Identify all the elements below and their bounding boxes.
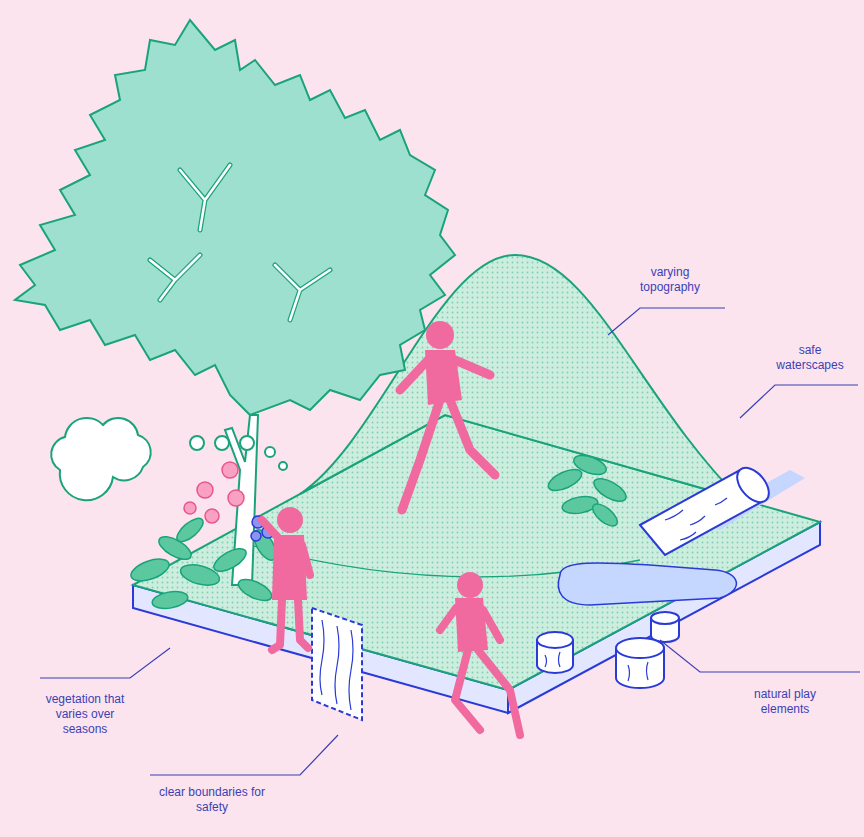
- child-running: [440, 572, 520, 735]
- flowers: [184, 462, 244, 523]
- log-end: [731, 462, 775, 508]
- child-running: [400, 321, 495, 510]
- callout-label: clear boundaries for safety: [157, 785, 267, 815]
- callout-label: natural play elements: [743, 687, 827, 717]
- fence-grain: [320, 620, 353, 710]
- thought-cloud: [51, 418, 151, 500]
- fence-panel: [312, 608, 362, 720]
- thought-dots: [190, 436, 287, 470]
- callout-label: safe waterscapes: [769, 343, 851, 373]
- leader-lines: [40, 308, 860, 775]
- stumps: [537, 612, 679, 688]
- callout-label: varying topography: [629, 265, 711, 295]
- bush: [545, 452, 629, 530]
- child-standing: [262, 507, 310, 650]
- bark-lines: [665, 498, 727, 540]
- bush: [128, 514, 280, 611]
- callout-label: vegetation that varies over seasons: [43, 692, 127, 737]
- water-pool: [558, 563, 736, 605]
- tree-canopy: [15, 20, 455, 415]
- tree-branches: [150, 165, 330, 320]
